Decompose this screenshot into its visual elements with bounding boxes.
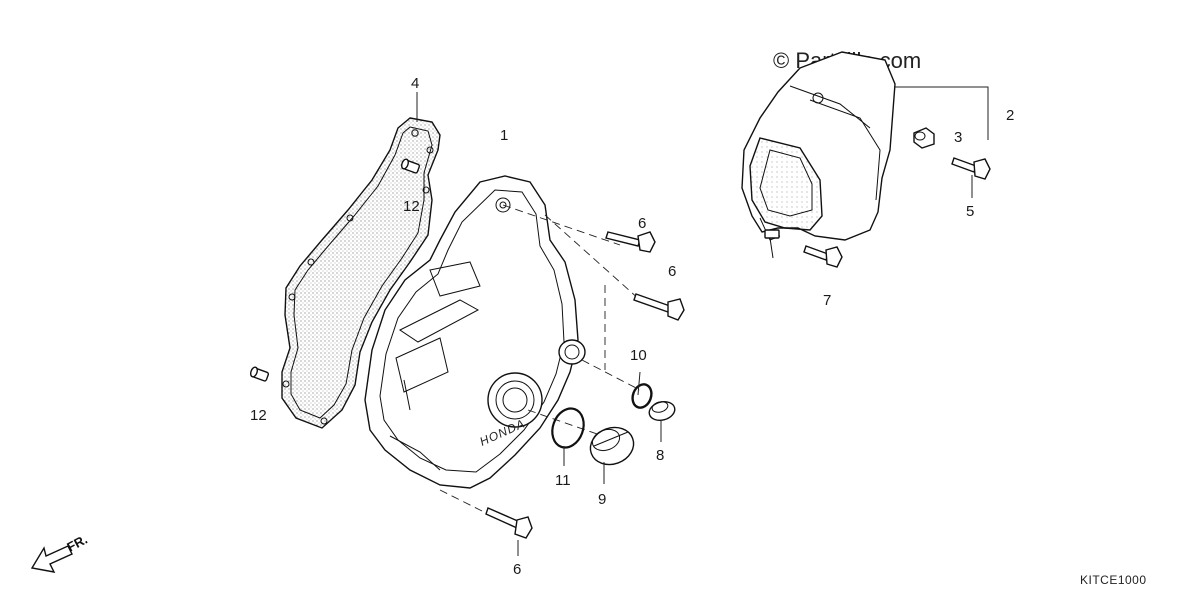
callout-6-middle: 6 [668,263,676,280]
callout-11: 11 [555,472,571,489]
diagram-code: KITCE1000 [1080,573,1147,587]
flange-bolt-upper-part-6[interactable] [605,231,656,253]
front-arrow-icon [30,545,73,573]
dowel-pin-upper-part-12[interactable] [400,158,421,174]
hole-cap-part-9[interactable] [585,422,639,471]
dowel-pin-lower-part-12[interactable] [249,366,270,382]
o-ring-part-11[interactable] [547,404,589,452]
callout-6-upper: 6 [638,215,646,232]
callout-3: 3 [954,129,962,146]
o-ring-part-10[interactable] [629,382,654,411]
callout-6-lower: 6 [513,561,521,578]
flange-bolt-middle-part-6[interactable] [633,293,685,321]
callout-bracket-2 [894,86,989,140]
callout-10: 10 [630,347,647,364]
timing-hole-cap-part-8[interactable] [647,399,677,423]
callout-8: 8 [656,447,664,464]
flange-bolt-lower-part-6[interactable] [485,507,533,539]
callout-9: 9 [598,491,606,508]
sprocket-cover-part-2[interactable] [741,51,896,259]
callout-2: 2 [1006,107,1014,124]
collar-part-3[interactable] [913,127,935,149]
leader-lines [416,92,973,556]
callout-12-lower: 12 [250,407,267,424]
callout-1: 1 [500,127,508,144]
front-direction-indicator: FR. [30,532,90,573]
callout-7: 7 [823,292,831,309]
crankcase-cover-part-1[interactable]: HONDA [364,175,586,489]
bolt-part-5[interactable] [951,157,991,180]
callout-5: 5 [966,203,974,220]
callout-4: 4 [411,75,419,92]
callout-12-upper: 12 [403,198,420,215]
bolt-part-7[interactable] [803,245,843,268]
gasket-part-4[interactable] [281,117,441,429]
